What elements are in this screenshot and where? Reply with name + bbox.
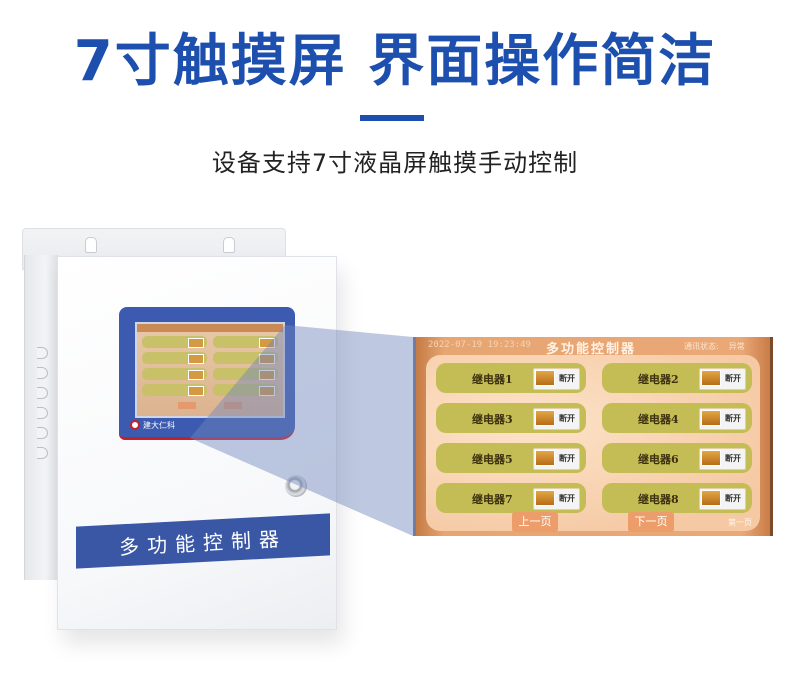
mini-relay: [213, 384, 278, 396]
vent-icon: [37, 387, 48, 399]
comm-status: 通讯状态: 异常: [684, 341, 745, 352]
brand-logo: 建大仁科: [130, 418, 190, 432]
mini-relay: [142, 384, 207, 396]
hook-icon: [223, 237, 235, 253]
brand-name: 建大仁科: [143, 420, 175, 430]
mini-relay-grid: [137, 332, 283, 400]
relay-4[interactable]: 继电器4 断开: [602, 403, 752, 433]
relay-toggle[interactable]: 断开: [533, 448, 580, 470]
relay-toggle[interactable]: 断开: [699, 448, 746, 470]
relay-state: 断开: [725, 374, 741, 383]
headline-divider: [360, 115, 424, 121]
relay-label: 继电器2: [638, 373, 679, 386]
relay-state: 断开: [725, 494, 741, 503]
comm-status-label: 通讯状态:: [684, 342, 719, 351]
vent-icon: [37, 447, 48, 459]
relay-toggle[interactable]: 断开: [699, 368, 746, 390]
mini-title-bar: [137, 324, 283, 332]
relay-label: 继电器3: [472, 413, 513, 426]
relay-5[interactable]: 继电器5 断开: [436, 443, 586, 473]
relay-state: 断开: [559, 494, 575, 503]
mini-relay: [142, 336, 207, 348]
relay-8[interactable]: 继电器8 断开: [602, 483, 752, 513]
relay-label: 继电器5: [472, 453, 513, 466]
toggle-knob-icon: [535, 450, 555, 466]
next-page-button[interactable]: 下一页: [628, 512, 674, 532]
mini-relay: [213, 352, 278, 364]
prev-page-button[interactable]: 上一页: [512, 512, 558, 532]
relay-state: 断开: [725, 414, 741, 423]
relay-2[interactable]: 继电器2 断开: [602, 363, 752, 393]
toggle-knob-icon: [701, 410, 721, 426]
headline: 7寸触摸屏 界面操作简洁: [73, 29, 717, 94]
touchscreen: 2022-07-19 19:23:49 多功能控制器 通讯状态: 异常 继电器1 …: [413, 337, 773, 536]
relay-state: 断开: [725, 454, 741, 463]
relay-toggle[interactable]: 断开: [533, 488, 580, 510]
datetime: 2022-07-19 19:23:49: [428, 340, 531, 350]
relay-3[interactable]: 继电器3 断开: [436, 403, 586, 433]
brand-logo-icon: [130, 420, 140, 430]
toggle-knob-icon: [701, 370, 721, 386]
comm-status-value: 异常: [728, 342, 745, 351]
hook-icon: [85, 237, 97, 253]
relay-toggle[interactable]: 断开: [699, 408, 746, 430]
relay-state: 断开: [559, 414, 575, 423]
toggle-knob-icon: [535, 490, 555, 506]
relay-toggle[interactable]: 断开: [533, 408, 580, 430]
relay-label: 继电器8: [638, 493, 679, 506]
relay-label: 继电器7: [472, 493, 513, 506]
relay-state: 断开: [559, 454, 575, 463]
toggle-knob-icon: [535, 410, 555, 426]
relay-label: 继电器4: [638, 413, 679, 426]
toggle-knob-icon: [701, 490, 721, 506]
screen-title: 多功能控制器: [546, 342, 637, 357]
relay-1[interactable]: 继电器1 断开: [436, 363, 586, 393]
mini-relay: [213, 336, 278, 348]
vent-icon: [37, 367, 48, 379]
relay-state: 断开: [559, 374, 575, 383]
vent-icon: [37, 427, 48, 439]
vent-icon: [37, 347, 48, 359]
mini-relay: [142, 368, 207, 380]
mini-screen: [135, 322, 285, 418]
relay-label: 继电器6: [638, 453, 679, 466]
mini-relay: [142, 352, 207, 364]
mini-pager: [137, 402, 283, 409]
vent-icon: [37, 407, 48, 419]
mini-relay: [213, 368, 278, 380]
relay-7[interactable]: 继电器7 断开: [436, 483, 586, 513]
toggle-knob-icon: [535, 370, 555, 386]
relay-panel: 继电器1 断开 继电器2 断开 继电器3 断开 继电器4 断开 继电器5 断开 …: [426, 355, 760, 531]
screen-header: 2022-07-19 19:23:49 多功能控制器 通讯状态: 异常: [416, 337, 770, 357]
toggle-knob-icon: [701, 450, 721, 466]
relay-toggle[interactable]: 断开: [699, 488, 746, 510]
page-indicator: 第一页: [728, 518, 752, 527]
relay-label: 继电器1: [472, 373, 513, 386]
lock-icon: [285, 475, 307, 497]
relay-6[interactable]: 继电器6 断开: [602, 443, 752, 473]
subtitle: 设备支持7寸液晶屏触摸手动控制: [211, 149, 579, 177]
cabinet-side: [24, 255, 59, 580]
relay-toggle[interactable]: 断开: [533, 368, 580, 390]
